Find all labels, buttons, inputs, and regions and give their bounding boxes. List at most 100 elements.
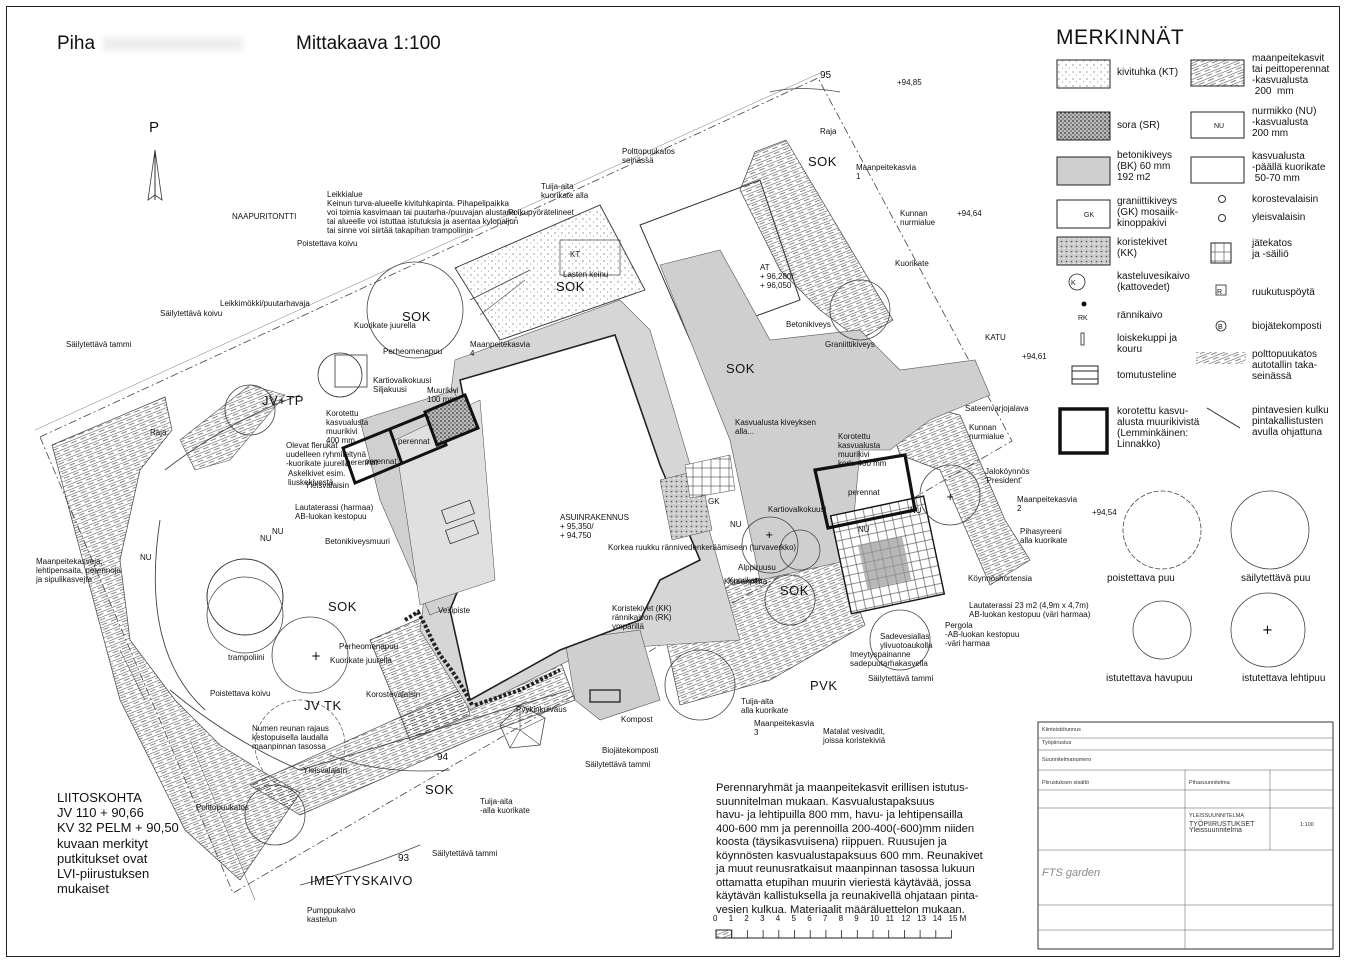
bench bbox=[589, 689, 621, 703]
legend-item-7: loiskekuppi ja kouru bbox=[1117, 333, 1178, 355]
scale-label-0: 0 bbox=[713, 914, 718, 923]
zone-jv-tp: JV+TP bbox=[262, 393, 304, 408]
plan-label-80: NU bbox=[858, 525, 870, 534]
scale-label-7: 7 bbox=[822, 914, 828, 923]
note-line-3: 400-600 mm ja perennoilla 200-400(-600)m… bbox=[716, 822, 975, 835]
legend-item-10: maanpeitekasvit tai peittoperennat -kasv… bbox=[1252, 53, 1330, 97]
plan-label-52: Alppiruusu bbox=[738, 563, 776, 572]
note-line-5: köynnösten kasvualustapaksuus 600 mm. Re… bbox=[716, 849, 983, 862]
legend-item-6: rännikaivo bbox=[1117, 310, 1163, 321]
tree-legend-1: säilytettävä puu bbox=[1241, 573, 1311, 584]
plan-label-74: Säilytettävä tammi bbox=[432, 849, 498, 858]
level-3: +94,61 bbox=[1022, 352, 1047, 361]
titleblock-cell-1: Suunnitelmanumero bbox=[1042, 757, 1092, 763]
scale-label-12: 12 bbox=[901, 914, 911, 923]
plan-label-13: Kuorikate bbox=[895, 259, 929, 268]
svg-text:+: + bbox=[1262, 623, 1273, 638]
scale-label-6: 6 bbox=[807, 914, 812, 923]
legend-item-16: ruukutuspöytä bbox=[1252, 287, 1315, 298]
titleblock-cell-6: TYÖPIIRUSTUKSET Yleissuunnitelma bbox=[1189, 821, 1255, 834]
plan-label-5: Säilytettävä tammi bbox=[66, 340, 132, 349]
zone-sok-7: SOK bbox=[425, 782, 454, 797]
groundcover-areas bbox=[51, 139, 1031, 881]
zone-sok-4: SOK bbox=[726, 361, 755, 376]
plan-label-78: NU bbox=[140, 553, 152, 562]
plan-label-59: Matalat vesivadit, joissa koristekiviä bbox=[823, 727, 886, 745]
svg-text:+: + bbox=[946, 492, 954, 503]
plan-label-46: Lautaterassi 23 m2 (4,9m x 4,7m) AB-luok… bbox=[969, 601, 1091, 619]
scale-label-14: 14 bbox=[932, 914, 942, 923]
plan-label-30: Askelkivet esim. liuskekivestä bbox=[288, 469, 346, 487]
plan-label-43: Maanpeitekasvia 2 bbox=[1017, 495, 1078, 513]
plan-label-71: Yleisvalaisin bbox=[303, 766, 348, 775]
scale-label-4: 4 bbox=[775, 914, 781, 923]
plan-label-14: Raja bbox=[820, 127, 837, 136]
plan-label-53: Kuorikate bbox=[728, 576, 762, 585]
plan-label-17: Kuorikate juurella bbox=[354, 321, 416, 330]
plan-label-7: Tuija-aita kuorikate alla bbox=[541, 182, 589, 200]
legend-item-9: korotettu kasvu- alusta muurikivistä (Le… bbox=[1117, 406, 1200, 450]
plan-label-22: Graniittikiveys bbox=[825, 340, 875, 349]
scale-first-meter bbox=[715, 929, 733, 939]
titleblock-cell-8: FTS garden bbox=[1042, 867, 1101, 879]
titleblock-cell-2: Piirustuksen sisältö bbox=[1042, 780, 1090, 786]
legend-item-13: korostevalaisin bbox=[1252, 194, 1319, 205]
plan-label-50: Koreanpihta bbox=[724, 577, 768, 586]
plan-label-21: Betonikiveys bbox=[786, 320, 831, 329]
zone-pvk: PVK bbox=[810, 678, 838, 693]
plan-label-2: Poistettava koivu bbox=[297, 239, 358, 248]
plan-label-67: Korostevalaisin bbox=[366, 690, 421, 699]
note-line-9: vesien kulkua. Materiaalit määräluettelo… bbox=[716, 903, 965, 916]
shrub-group bbox=[179, 354, 368, 471]
connection-line-0: LIITOSKOHTA bbox=[57, 790, 142, 805]
scale-label-10: 10 bbox=[870, 914, 879, 923]
plan-label-69: Poistettava koivu bbox=[210, 689, 271, 698]
plan-label-18: Perheomenapuu bbox=[383, 347, 443, 356]
scale-label-9: 9 bbox=[854, 914, 859, 923]
note-line-6: ja muut reunusratkaisut maanpinnan tasos… bbox=[716, 863, 975, 875]
plan-label-8: Poikupyörätelineet bbox=[508, 208, 574, 217]
connection-line-5: LVI-piirustuksen bbox=[57, 866, 150, 882]
title-scale: Mittakaava 1:100 bbox=[296, 33, 441, 54]
titleblock-cell-4: YLEISSUUNNITELMA bbox=[1189, 813, 1245, 819]
sheet-frame bbox=[6, 6, 1340, 957]
tree-legend-0: poistettava puu bbox=[1107, 573, 1175, 584]
plan-label-19: Maanpeitekasvia 4 bbox=[470, 340, 531, 358]
scale-label-8: 8 bbox=[838, 914, 844, 923]
plan-label-57: Maanpeitekasvia 3 bbox=[754, 719, 815, 737]
plan-label-32: Lautaterassi (harmaa) AB-luokan kestopuu bbox=[295, 503, 374, 521]
plan-label-1: Raja bbox=[150, 428, 167, 437]
legend-code-6: RK bbox=[1078, 315, 1088, 322]
level-2: +94,64 bbox=[957, 209, 982, 218]
plan-label-16: Leikkialue Keinun turva-alueelle kivituh… bbox=[327, 190, 519, 235]
scale-bar bbox=[715, 929, 952, 939]
plan-label-47: Pergola -AB-luokan kestopuu -väri harmaa bbox=[945, 621, 1020, 648]
legend-code-3: GK bbox=[1084, 212, 1095, 219]
plan-label-10: KT bbox=[570, 250, 581, 259]
plan-label-42: Jaloköynnös 'President' bbox=[985, 467, 1030, 485]
connection-line-2: KV 32 PELM + 90,50 bbox=[57, 820, 179, 836]
zone-sok-5: SOK bbox=[328, 599, 357, 614]
note-line-2: havu- ja lehtipuilla 800 mm, havu- ja le… bbox=[716, 809, 963, 821]
plan-label-37: Koristekivet (KK) rännikaivon (RK) ympär… bbox=[612, 604, 672, 631]
plan-label-12: Kunnan nurmialue bbox=[900, 209, 936, 227]
plan-label-48: Sadevesiallas ylivuotoaukolla bbox=[880, 632, 933, 650]
plan-label-4: Säilytettävä koivu bbox=[160, 309, 223, 318]
plan-label-29: Olevat flerukat uudelleen ryhmiteltynä -… bbox=[286, 441, 367, 468]
zone-imeytyskaivo: IMEYTYSKAIVO bbox=[310, 873, 413, 888]
plan-label-76: NU bbox=[272, 527, 284, 536]
titleblock-cell-5: Pihasuunnitelma bbox=[1189, 780, 1230, 786]
connection-line-1: JV 110 + 90,66 bbox=[57, 805, 144, 821]
title-piha: Piha bbox=[57, 33, 244, 55]
trees: + + + bbox=[206, 261, 981, 846]
plan-label-23: Kartiovalkokuusi Siljakuusi bbox=[373, 376, 432, 394]
plan-label-45: Köynnöshortensia bbox=[968, 574, 1033, 583]
note-line-0: Perennaryhmät ja maanpeitekasvit erillis… bbox=[716, 782, 969, 794]
legend-item-1: sora (SR) bbox=[1117, 120, 1160, 131]
redacted-address bbox=[103, 36, 244, 51]
plan-label-20: AT + 96,280/ + 96,050 bbox=[760, 263, 794, 290]
raised-beds bbox=[341, 393, 917, 530]
plan-label-65: Perheomenapuu bbox=[339, 642, 399, 651]
plan-label-3: Leikkimökki/puutarhavaja bbox=[220, 299, 310, 308]
